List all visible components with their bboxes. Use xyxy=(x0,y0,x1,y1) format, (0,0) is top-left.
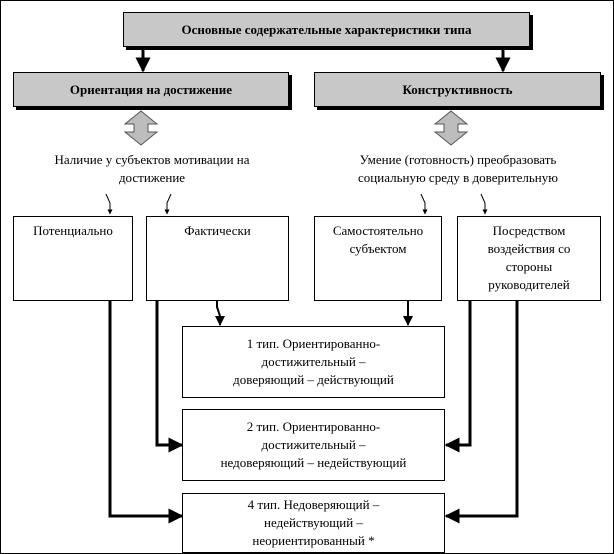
type-1-line: доверяющий – действующий xyxy=(233,372,394,387)
box-self-subject: Самостоятельно субъектом xyxy=(314,216,442,301)
type-1-box: 1 тип. Ориентированно- достижительный – … xyxy=(182,326,445,398)
box-via-managers-line: стороны xyxy=(505,259,553,274)
box-self-subject-line: Самостоятельно xyxy=(332,223,424,238)
right-header-text: Конструктивность xyxy=(402,81,513,97)
arrow-factual-to-type2 xyxy=(155,299,184,453)
right-description-line: социальную среду в доверительную xyxy=(358,170,558,185)
arrow-desc-to-potential xyxy=(105,193,113,215)
type-4-line: неориентированный * xyxy=(252,533,375,548)
right-header-box: Конструктивность xyxy=(314,72,601,107)
left-description-line: Наличие у субъектов мотивации на xyxy=(54,152,250,167)
type-2-line: 2 тип. Ориентированно- xyxy=(246,419,381,434)
type-4-line: 4 тип. Недоверяющий – xyxy=(247,497,380,512)
arrow-desc-to-factual xyxy=(164,193,172,215)
arrow-managers-to-type2 xyxy=(444,299,472,453)
box-via-managers-line: Посредством xyxy=(492,223,566,238)
type-2-box: 2 тип. Ориентированно- достижительный – … xyxy=(182,409,445,481)
right-description-line: Умение (готовность) преобразовать xyxy=(359,152,557,167)
type-2-line: достижительный – xyxy=(261,437,366,452)
right-description: Умение (готовность) преобразовать социал… xyxy=(313,151,603,187)
left-description: Наличие у субъектов мотивации на достиже… xyxy=(15,151,289,187)
box-via-managers-line: руководителей xyxy=(488,277,570,292)
top-title-text: Основные содержательные характеристики т… xyxy=(181,21,472,37)
double-arrow-right xyxy=(433,110,469,146)
type-4-box: 4 тип. Недоверяющий – недействующий – не… xyxy=(182,493,445,553)
box-via-managers: Посредством воздействия со стороны руков… xyxy=(457,216,601,301)
left-header-box: Ориентация на достижение xyxy=(13,72,289,107)
left-description-line: достижение xyxy=(118,170,186,185)
type-2-line: недоверяющий – недействующий xyxy=(220,455,407,470)
type-1-line: 1 тип. Ориентированно- xyxy=(246,336,381,351)
arrow-desc-to-self xyxy=(420,193,428,215)
arrow-managers-to-type4 xyxy=(444,299,519,524)
box-potential: Потенциально xyxy=(13,216,133,301)
double-arrow-left xyxy=(123,110,159,146)
box-factual: Фактически xyxy=(146,216,289,301)
type-1-line: достижительный – xyxy=(261,354,366,369)
arrow-desc-to-managers xyxy=(480,193,488,215)
box-potential-label: Потенциально xyxy=(33,223,113,238)
arrow-potential-to-type4 xyxy=(108,299,184,524)
type-4-line: недействующий – xyxy=(264,515,363,530)
left-header-text: Ориентация на достижение xyxy=(69,81,233,97)
box-via-managers-line: воздействия со xyxy=(487,241,571,256)
top-title-box: Основные содержательные характеристики т… xyxy=(123,12,530,47)
box-self-subject-line: субъектом xyxy=(349,241,407,256)
arrow-factual-to-type1 xyxy=(215,299,225,326)
box-factual-label: Фактически xyxy=(184,223,251,238)
